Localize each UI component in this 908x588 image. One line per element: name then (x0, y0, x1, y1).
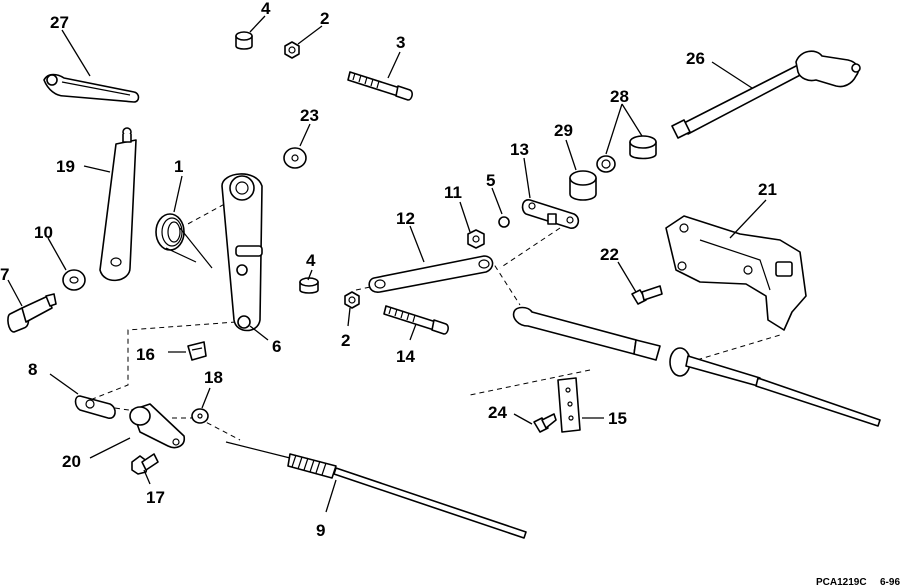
part-19-lever (99, 127, 137, 282)
figure-code: PCA1219C (816, 577, 867, 588)
part-8-cable-end (74, 395, 116, 419)
callout-6: 6 (272, 337, 281, 356)
callout-13: 13 (510, 140, 529, 159)
part-28-bushings (596, 135, 657, 173)
callout-16: 16 (136, 345, 155, 364)
callout-1: 1 (174, 157, 183, 176)
part-12-link (368, 255, 494, 293)
part-13-link-bracket (521, 199, 580, 229)
callout-21: 21 (758, 180, 777, 199)
part-3-screw (347, 71, 413, 101)
upper-control-cable (512, 306, 881, 427)
part-4-bushing-mid (299, 277, 319, 294)
callout-2-top: 2 (320, 9, 329, 28)
callout-labels: 27 4 2 3 26 23 19 1 28 29 13 5 11 21 10 … (0, 0, 777, 540)
part-2-nut-mid (344, 291, 360, 309)
part-6-throttle-lever (221, 173, 263, 332)
part-1-spring (155, 213, 213, 269)
part-20-cable-end (129, 403, 186, 449)
callout-4-top: 4 (261, 0, 271, 18)
part-24-screw (533, 413, 557, 433)
callout-20: 20 (62, 452, 81, 471)
part-16-clip (187, 341, 207, 361)
callout-29: 29 (554, 121, 573, 140)
callout-8: 8 (28, 360, 37, 379)
part-5-washer (498, 216, 510, 228)
part-10-washer (62, 269, 86, 291)
part-7-bolt (7, 293, 57, 333)
part-18-washer (191, 408, 209, 424)
callout-15: 15 (608, 409, 627, 428)
part-29-spacer (569, 170, 597, 201)
part-11-nut (467, 229, 485, 249)
part-4-bushing-top (235, 31, 253, 50)
callout-28: 28 (610, 87, 629, 106)
callout-17: 17 (146, 488, 165, 507)
callout-10: 10 (34, 223, 53, 242)
part-21-bracket (665, 215, 807, 331)
callout-7: 7 (0, 265, 9, 284)
callout-19: 19 (56, 157, 75, 176)
callout-11: 11 (444, 183, 462, 202)
callout-22: 22 (600, 245, 619, 264)
figure-footer: PCA1219C 6-96 (816, 577, 900, 588)
part-27-cotter-pin (43, 73, 140, 103)
callout-3: 3 (396, 33, 405, 52)
callout-18: 18 (204, 368, 223, 387)
part-17-screw (131, 453, 159, 475)
figure-date: 6-96 (880, 577, 900, 588)
part-22-screw (631, 285, 663, 305)
part-23-washer (283, 147, 307, 169)
assembly-dashed-lines (89, 199, 781, 441)
callout-26: 26 (686, 49, 705, 68)
callout-4-mid: 4 (306, 251, 316, 270)
part-14-screw (383, 305, 449, 335)
callout-24: 24 (488, 403, 507, 422)
callout-12: 12 (396, 209, 415, 228)
callout-23: 23 (300, 106, 319, 125)
leader-lines (7, 15, 767, 513)
callout-27: 27 (50, 13, 69, 32)
part-2-nut-top (284, 41, 300, 59)
part-26-shaft (671, 50, 861, 139)
part-9-control-cable (225, 441, 527, 539)
callout-9: 9 (316, 521, 325, 540)
callout-5: 5 (486, 171, 495, 190)
callout-2-mid: 2 (341, 331, 350, 350)
callout-14: 14 (396, 347, 415, 366)
part-15-plate (557, 377, 581, 433)
